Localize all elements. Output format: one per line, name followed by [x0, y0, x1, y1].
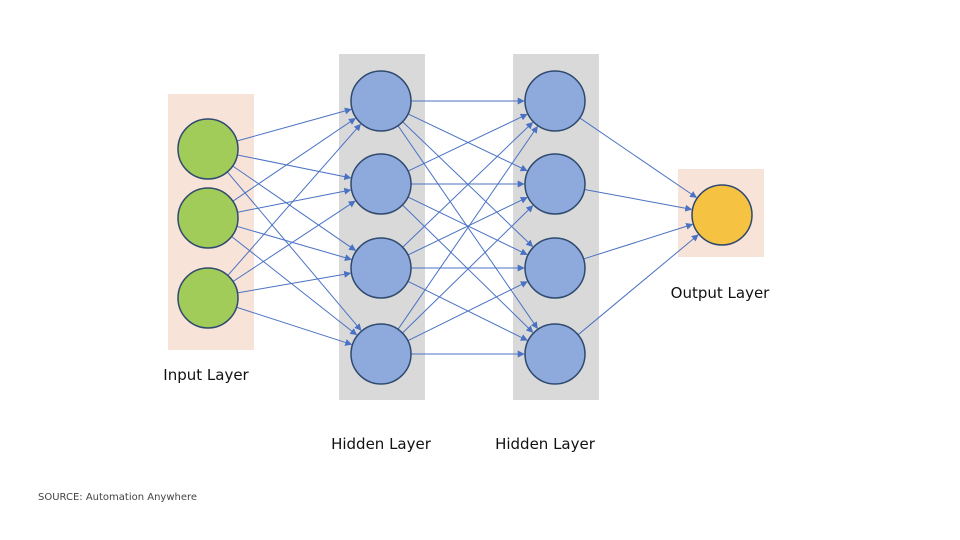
- hidden1-node-4: [350, 323, 412, 385]
- connection-hidden2-1-to-output-0: [584, 188, 693, 212]
- connection-hidden1-3-to-hidden2-0: [397, 125, 538, 330]
- hidden2-node-3: [524, 237, 586, 299]
- hidden2-node-4: [524, 323, 586, 385]
- connection-input-0-to-hidden1-3: [226, 171, 362, 331]
- hidden2-node-2: [524, 153, 586, 215]
- input-node-1: [177, 118, 239, 180]
- connection-input-1-to-hidden1-2: [236, 225, 352, 262]
- connection-input-1-to-hidden1-0: [232, 117, 356, 202]
- source-credit: SOURCE: Automation Anywhere: [38, 492, 198, 503]
- connection-hidden1-3-to-hidden2-2: [407, 281, 528, 342]
- input-layer-label: Input Layer: [163, 366, 249, 384]
- connection-input-0-to-hidden1-1: [237, 154, 352, 181]
- connection-input-1-to-hidden1-3: [231, 236, 358, 336]
- connection-input-2-to-hidden1-3: [236, 306, 353, 346]
- hidden-layer-1-label: Hidden Layer: [331, 435, 431, 453]
- connection-input-2-to-hidden1-0: [227, 123, 362, 276]
- hidden1-node-3: [350, 237, 412, 299]
- hidden1-node-2: [350, 153, 412, 215]
- connection-input-2-to-hidden1-2: [237, 270, 352, 294]
- hidden2-node-1: [524, 70, 586, 132]
- connection-input-1-to-hidden1-1: [237, 187, 352, 213]
- hidden1-node-1: [350, 70, 412, 132]
- connection-input-0-to-hidden1-2: [232, 165, 357, 251]
- connection-hidden2-2-to-output-0: [583, 222, 694, 260]
- connection-input-0-to-hidden1-0: [236, 107, 352, 142]
- connection-hidden1-3-to-hidden2-1: [402, 205, 534, 334]
- hidden-layer-2-label: Hidden Layer: [495, 435, 595, 453]
- connection-hidden1-1-to-hidden2-0: [407, 113, 528, 172]
- output-layer-label: Output Layer: [670, 284, 770, 302]
- connection-hidden1-2-to-hidden2-1: [407, 197, 528, 256]
- output-node-1: [691, 184, 753, 246]
- input-node-3: [177, 267, 239, 329]
- input-node-2: [177, 187, 239, 249]
- connection-hidden2-3-to-output-0: [577, 234, 699, 336]
- connection-hidden2-0-to-output-0: [579, 117, 697, 198]
- connection-input-2-to-hidden1-1: [232, 200, 356, 282]
- connection-hidden1-2-to-hidden2-0: [402, 121, 534, 248]
